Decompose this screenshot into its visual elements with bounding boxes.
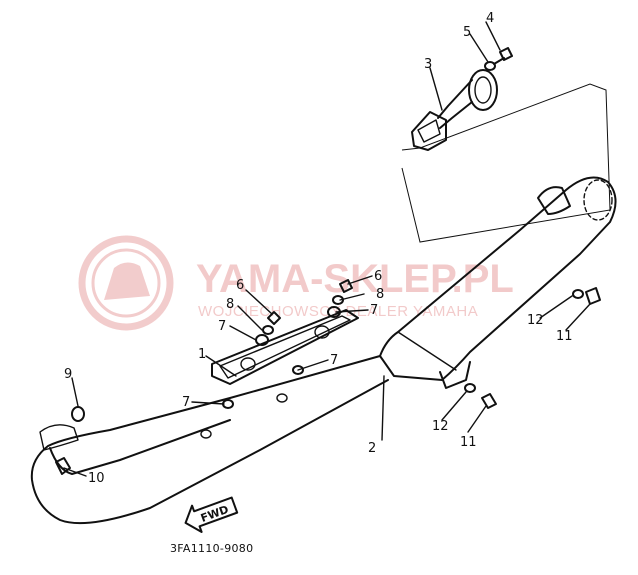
- callout-2: 2: [368, 441, 376, 456]
- guide-lines: [401, 83, 611, 243]
- callout-10: 10: [88, 471, 105, 486]
- callout-4: 4: [486, 11, 494, 26]
- watermark: YAMA-SKLEP.PL WOJCIECHOWSCY DEALER YAMAH…: [78, 235, 514, 331]
- callout-12-upper: 12: [527, 313, 544, 328]
- part-1-heat-shield: [211, 309, 359, 385]
- leader-lines: [63, 21, 591, 477]
- exhaust-pipe: [30, 355, 389, 525]
- part-4-5-bolt-washer: [484, 47, 513, 71]
- callout-6-left: 6: [236, 278, 244, 293]
- callout-8-left: 8: [226, 297, 234, 312]
- callout-12-lower: 12: [432, 419, 449, 434]
- callout-11-lower: 11: [460, 435, 477, 450]
- callout-6-right: 6: [374, 269, 382, 284]
- callout-9: 9: [64, 367, 72, 382]
- callout-11-upper: 11: [556, 329, 573, 344]
- muffler: [379, 176, 617, 389]
- callout-7-lower: 7: [182, 395, 190, 410]
- callout-7-right: 7: [370, 303, 378, 318]
- callout-8-right: 8: [376, 287, 384, 302]
- callout-1: 1: [198, 347, 206, 362]
- callout-3: 3: [424, 57, 432, 72]
- part-3-protector: [411, 69, 498, 151]
- part-code: 3FA1110-9080: [170, 542, 253, 555]
- forward-arrow: FWD: [184, 496, 239, 533]
- callout-7-mid: 7: [330, 353, 338, 368]
- callout-7-left: 7: [218, 319, 226, 334]
- watermark-logo: [78, 235, 174, 331]
- callouts: 4 5 3 6 8 7 6 8 7 1 7 7 9 10 2 12 11 12 …: [64, 11, 573, 486]
- callout-5: 5: [463, 25, 471, 40]
